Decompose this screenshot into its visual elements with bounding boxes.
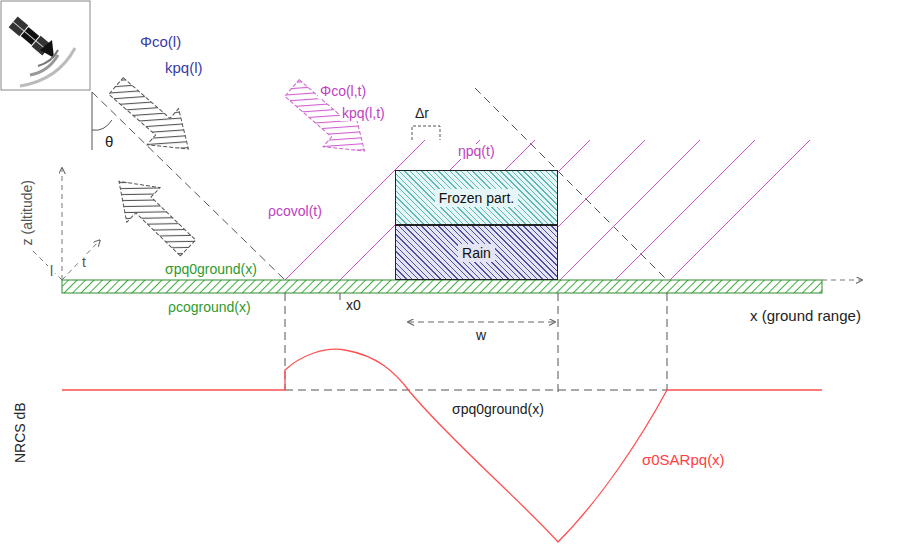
width-dimension bbox=[408, 322, 555, 323]
diagram-label: σpq0ground(x) bbox=[163, 262, 259, 277]
wave-arrow bbox=[100, 68, 204, 167]
z-axis bbox=[62, 168, 63, 280]
nrcs-curve bbox=[62, 349, 822, 542]
diagram-label: t bbox=[80, 255, 88, 270]
wave-arrow bbox=[102, 164, 204, 265]
diagram-label: x0 bbox=[344, 298, 363, 313]
diagram-label: NRCS dB bbox=[12, 400, 27, 465]
range-line bbox=[670, 140, 810, 280]
diagram-label: w bbox=[474, 328, 488, 343]
region-box: Frozen part. bbox=[395, 170, 558, 225]
diagram-label: σ0SARpq(x) bbox=[640, 452, 727, 469]
ground-strip bbox=[62, 280, 822, 293]
t-axis bbox=[62, 240, 100, 280]
range-line bbox=[615, 140, 755, 280]
range-bracket bbox=[412, 126, 440, 140]
ground-level bbox=[285, 390, 667, 391]
l-axis bbox=[30, 248, 62, 280]
x-axis bbox=[822, 280, 862, 281]
guide-lines bbox=[285, 293, 667, 396]
range-line bbox=[560, 140, 700, 280]
diagram-label: σpq0ground(x) bbox=[450, 402, 546, 417]
diagram-label: kpq(l) bbox=[163, 60, 205, 77]
nadir-line bbox=[92, 92, 93, 150]
diagram-label: ρcovol(t) bbox=[266, 204, 324, 219]
satellite-icon bbox=[1, 1, 90, 90]
diagram-label: kpq(l,t) bbox=[340, 106, 387, 121]
diagram-label: x (ground range) bbox=[748, 308, 863, 325]
diagram-label: z (altitude) bbox=[20, 178, 35, 247]
diagram-label: ρcoground(x) bbox=[166, 300, 253, 315]
region-box: Rain bbox=[395, 225, 558, 280]
region-label: Frozen part. bbox=[435, 189, 518, 207]
diagram-label: l bbox=[48, 264, 55, 279]
beam-edge bbox=[92, 92, 285, 280]
diagram-label: θ bbox=[103, 134, 115, 151]
region-label: Rain bbox=[458, 244, 495, 262]
diagram-label: Φco(l,t) bbox=[318, 84, 368, 99]
angle-arc bbox=[92, 120, 112, 130]
diagram-label: Φco(l) bbox=[138, 34, 183, 51]
diagram-label: ηpq(t) bbox=[456, 144, 497, 159]
diagram-label: Δr bbox=[413, 106, 431, 121]
